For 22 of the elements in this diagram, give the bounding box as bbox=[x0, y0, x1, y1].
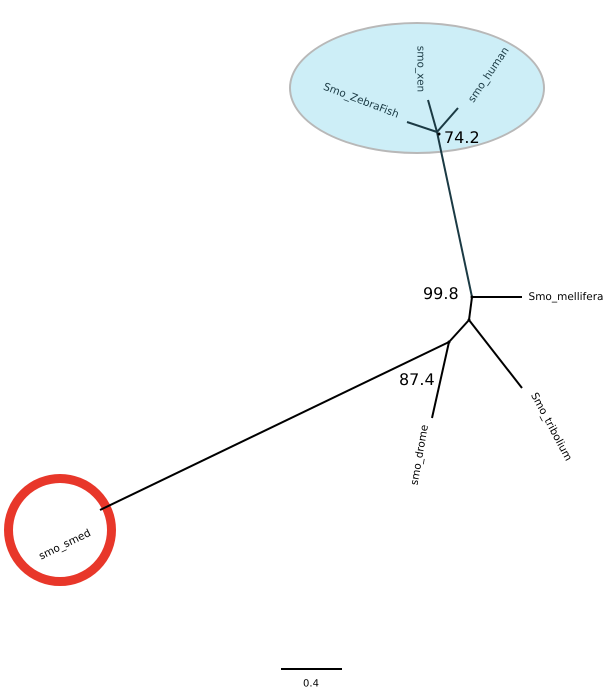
branch-point bbox=[470, 296, 474, 298]
tree-branch bbox=[427, 100, 438, 132]
branch-point bbox=[438, 132, 440, 136]
tree-branch bbox=[472, 296, 522, 298]
tree-branch bbox=[100, 341, 450, 511]
tree-branch bbox=[436, 107, 459, 133]
branch-point bbox=[468, 318, 470, 322]
bootstrap-value: 99.8 bbox=[423, 285, 460, 303]
taxon-label: Smo_mellifera bbox=[528, 292, 604, 302]
tree-branch bbox=[431, 342, 450, 418]
bootstrap-value: 74.2 bbox=[444, 128, 481, 148]
bootstrap-value: 87.4 bbox=[399, 371, 436, 389]
highlight-circle bbox=[4, 474, 116, 586]
branch-point bbox=[448, 340, 450, 344]
tree-branch bbox=[406, 121, 438, 133]
tree-branch bbox=[436, 132, 473, 298]
taxon-label: smo_drome bbox=[410, 424, 430, 486]
tree-branch bbox=[468, 296, 473, 320]
scale-value: 0.4 bbox=[303, 678, 319, 690]
tree-branch bbox=[448, 319, 470, 343]
tree-branch bbox=[468, 319, 523, 389]
taxon-label: smo_xen bbox=[414, 46, 426, 92]
